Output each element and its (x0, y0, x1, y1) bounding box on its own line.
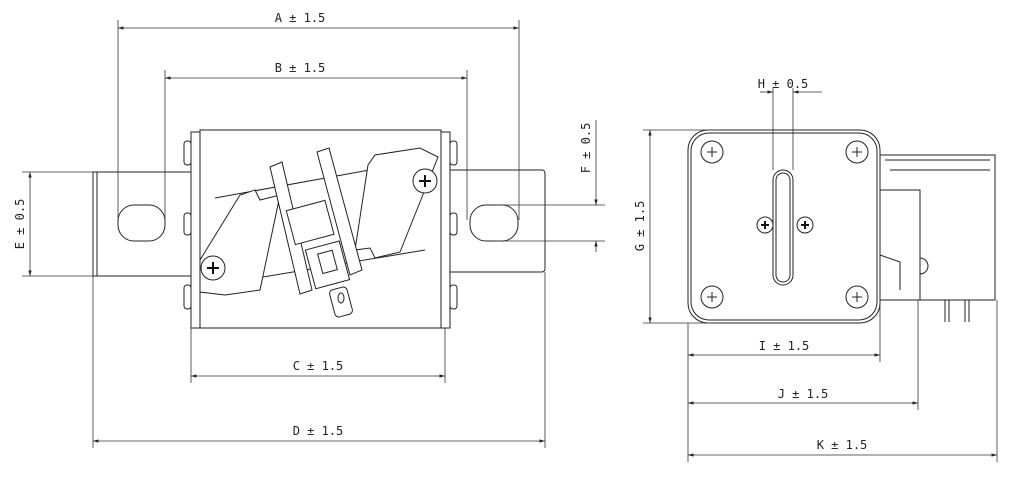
side-view: G ± 1.5 H ± 0.5 I ± 1.5 J ± 1.5 K ± 1.5 (633, 77, 998, 462)
right-slot (469, 204, 519, 242)
dim-label-b: B ± 1.5 (275, 61, 326, 75)
dim-label-a: A ± 1.5 (275, 11, 326, 25)
right-endplate (440, 131, 451, 329)
dim-label-i: I ± 1.5 (759, 339, 810, 353)
terminal-pins (944, 300, 970, 322)
dim-label-h: H ± 0.5 (758, 77, 809, 91)
dim-label-f: F ± 0.5 (579, 123, 593, 174)
indicator-assembly (199, 147, 439, 318)
bolt-heads (183, 140, 458, 310)
front-view: A ± 1.5 B ± 1.5 C ± 1.5 D ± 1.5 E ± 0.5 … (13, 11, 605, 448)
dim-label-c: C ± 1.5 (293, 359, 344, 373)
left-endplate (190, 131, 201, 329)
dim-label-j: J ± 1.5 (778, 387, 829, 401)
left-slot (117, 204, 166, 242)
microswitch-housing (880, 154, 996, 301)
screws (700, 140, 869, 309)
dim-label-k: K ± 1.5 (817, 438, 868, 452)
dim-label-g: G ± 1.5 (633, 201, 647, 252)
dim-label-d: D ± 1.5 (293, 424, 344, 438)
dim-label-e: E ± 0.5 (13, 199, 27, 250)
